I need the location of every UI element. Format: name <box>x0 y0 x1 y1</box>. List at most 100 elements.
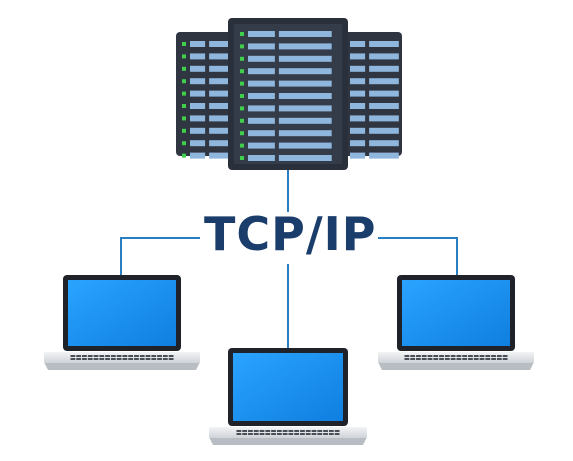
keyboard-key <box>427 358 433 360</box>
server-slot <box>248 68 275 75</box>
keyboard-key <box>502 355 508 357</box>
server-slot <box>190 41 206 47</box>
keyboard-key <box>93 358 99 360</box>
server-slot <box>278 80 332 87</box>
server-slot <box>248 31 275 37</box>
server-slot <box>248 105 275 112</box>
server-slot <box>209 140 239 147</box>
keyboard-key <box>93 355 99 357</box>
keyboard-key <box>271 430 276 432</box>
server-slot <box>369 115 399 122</box>
keyboard-key <box>253 430 259 432</box>
keyboard-key <box>162 355 168 357</box>
keyboard-key <box>168 358 174 360</box>
keyboard-key <box>122 358 128 360</box>
keyboard-key <box>265 430 271 432</box>
server-slot <box>248 142 275 149</box>
keyboard-key <box>236 433 242 435</box>
keyboard-key <box>157 355 162 357</box>
server-slot <box>209 41 239 47</box>
keyboard-key <box>404 355 410 357</box>
server-slot <box>350 41 366 47</box>
keyboard-key <box>323 433 328 435</box>
laptop-right-screen <box>402 280 510 346</box>
server-slot <box>278 31 332 37</box>
server-slot <box>248 80 275 87</box>
keyboard-key <box>311 430 317 432</box>
server-slot <box>350 53 366 60</box>
keyboard-key <box>70 355 76 357</box>
keyboard-key <box>456 358 462 360</box>
keyboard-key <box>496 358 502 360</box>
server-led <box>240 69 244 74</box>
server-slot <box>190 140 206 147</box>
keyboard-key <box>334 430 340 432</box>
keyboard-key <box>70 358 76 360</box>
keyboard-key <box>485 355 491 357</box>
server-slot <box>278 130 332 137</box>
keyboard-key <box>479 355 485 357</box>
keyboard-key <box>305 430 311 432</box>
server-led <box>182 141 186 146</box>
keyboard-key <box>456 355 462 357</box>
keyboard-key <box>87 358 93 360</box>
server-slot <box>209 127 239 134</box>
keyboard-key <box>473 355 479 357</box>
keyboard-key <box>116 355 122 357</box>
tcp-ip-label: TCP/IP <box>204 207 377 261</box>
server-slot <box>209 65 239 72</box>
server-slot <box>190 65 206 72</box>
laptop-center-screen <box>233 353 343 421</box>
keyboard-key <box>444 355 450 357</box>
keyboard-key <box>110 358 116 360</box>
keyboard-key <box>410 358 416 360</box>
keyboard-key <box>416 355 421 357</box>
server-led <box>240 143 244 148</box>
server-slot <box>350 90 366 97</box>
server-slot <box>350 103 366 109</box>
keyboard-key <box>468 355 473 357</box>
server-slot <box>350 65 366 72</box>
server-led <box>240 106 244 111</box>
laptop-right <box>378 275 534 370</box>
keyboard-key <box>444 358 450 360</box>
keyboard-key <box>305 433 311 435</box>
keyboard-key <box>323 430 328 432</box>
server-slot <box>369 90 399 97</box>
server-cluster <box>176 18 402 170</box>
keyboard-key <box>473 358 479 360</box>
server-slot <box>350 127 366 134</box>
server-slot <box>209 90 239 97</box>
keyboard-key <box>450 355 456 357</box>
keyboard-key <box>259 433 265 435</box>
keyboard-key <box>300 433 305 435</box>
keyboard-key <box>151 355 157 357</box>
server-slot <box>190 90 206 97</box>
server-led <box>182 42 186 46</box>
keyboard-key <box>145 355 151 357</box>
server-slot <box>278 43 332 50</box>
server-slot <box>248 55 275 62</box>
server-slot <box>350 78 366 85</box>
server-slot <box>209 78 239 85</box>
keyboard-key <box>134 355 139 357</box>
keyboard-key <box>421 355 427 357</box>
server-slot <box>369 65 399 72</box>
laptop-center <box>209 348 367 445</box>
connector-label-to-laptop-left <box>120 237 200 276</box>
server-slot <box>209 115 239 122</box>
server-led <box>240 32 244 36</box>
server-slot <box>248 93 275 99</box>
keyboard-key <box>110 355 116 357</box>
server-led <box>240 44 244 49</box>
server-slot <box>278 68 332 75</box>
server-slot <box>209 53 239 60</box>
keyboard-key <box>334 433 340 435</box>
keyboard-key <box>462 355 468 357</box>
keyboard-key <box>76 355 82 357</box>
keyboard-key <box>328 433 334 435</box>
keyboard-key <box>242 430 248 432</box>
keyboard-key <box>300 430 305 432</box>
server-led <box>240 56 244 61</box>
server-slot <box>209 152 239 159</box>
